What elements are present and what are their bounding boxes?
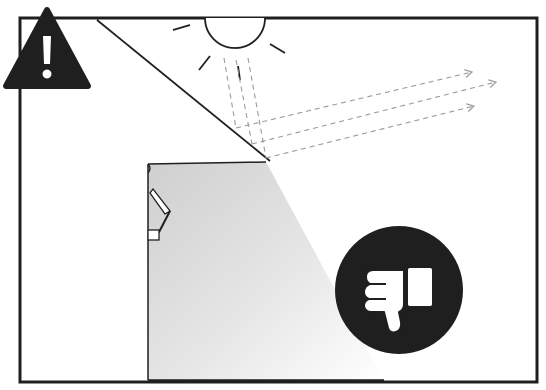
- roof-line: [96, 19, 271, 162]
- window-handle-icon: [147, 187, 171, 241]
- window-icon: [147, 161, 384, 381]
- sun-icon: [172, 17, 286, 81]
- warning-triangle-icon: [3, 7, 91, 89]
- dashed-reflection-arrows: [235, 69, 498, 159]
- thumbs-down-icon: [335, 226, 463, 354]
